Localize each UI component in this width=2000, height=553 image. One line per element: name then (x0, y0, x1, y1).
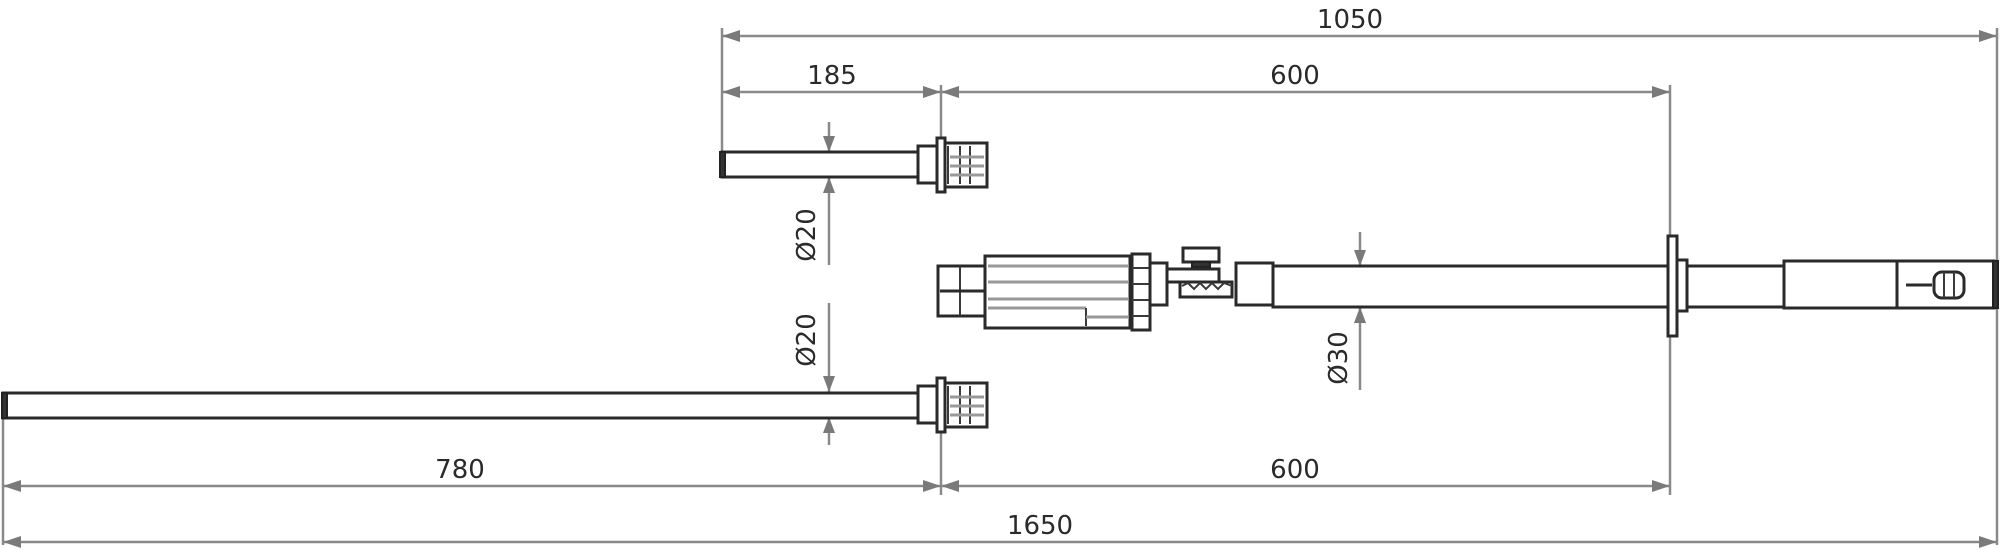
dimension-upper-600: 600 (941, 61, 1670, 98)
dimension-short-rod: 185 (722, 61, 941, 98)
lock-icon (1906, 270, 1966, 300)
dimension-dia-long-rod: Ø20 (792, 303, 835, 445)
dimension-dia-tube: Ø30 (1324, 232, 1366, 390)
dim-label-dia20-upper: Ø20 (792, 208, 822, 262)
dim-label-dia20-lower: Ø20 (792, 313, 822, 367)
main-tool-assembly (936, 234, 1999, 338)
dimension-overall-top: 1050 (722, 5, 1997, 42)
dimension-lower-600: 600 (941, 455, 1670, 492)
dimension-dia-short-rod: Ø20 (792, 122, 835, 265)
dim-label-600-upper: 600 (1270, 61, 1320, 91)
long-rod-assembly (1, 376, 989, 434)
dim-label-1650: 1650 (1007, 511, 1073, 541)
short-rod-assembly (719, 136, 989, 194)
dim-label-dia30: Ø30 (1324, 331, 1354, 385)
dimension-long-rod: 780 (3, 455, 941, 492)
dimension-overall-bottom: 1650 (3, 511, 1997, 548)
dim-label-1050: 1050 (1317, 5, 1383, 35)
dim-label-780: 780 (435, 455, 485, 485)
dim-label-185: 185 (807, 61, 857, 91)
dim-label-600-lower: 600 (1270, 455, 1320, 485)
